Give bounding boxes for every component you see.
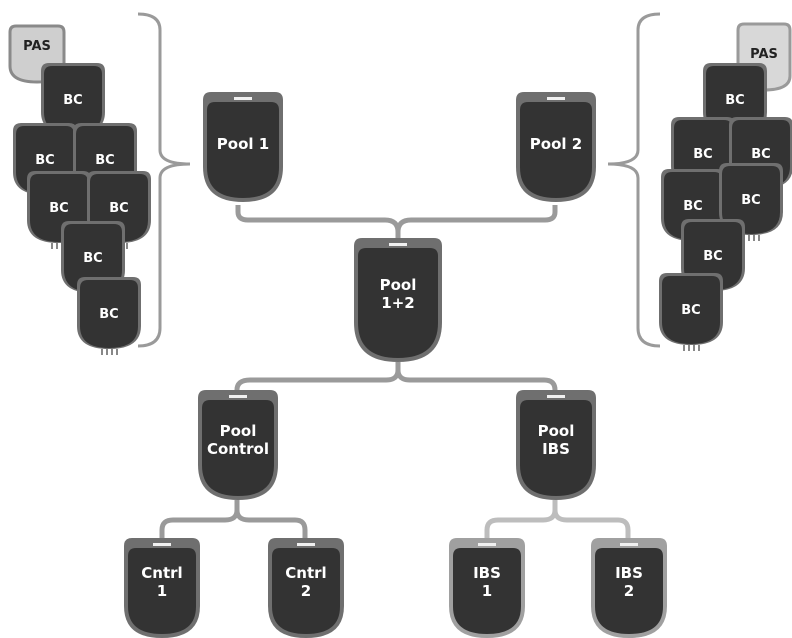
- pool-cap-mark: [620, 543, 638, 546]
- pool-label-line: 1: [482, 582, 492, 600]
- pool-label-line: 2: [301, 582, 311, 600]
- pool-label-line: Pool: [538, 422, 575, 440]
- pool-label-line: Pool 1: [217, 135, 269, 153]
- bc-label: BC: [725, 93, 744, 108]
- connector-poolcontrol-to-cntrl1: [159, 500, 240, 538]
- pool-label-line: 1: [157, 582, 167, 600]
- pool-cap-mark: [234, 97, 252, 100]
- pool-label-line: Pool 2: [530, 135, 582, 153]
- connector-poolibs-to-ibs2: [552, 509, 631, 538]
- pool-label-line: IBS: [542, 440, 570, 458]
- bc-port: [753, 235, 755, 241]
- bc-label: BC: [83, 251, 102, 266]
- connector-poolibs-to-ibs1: [484, 500, 558, 538]
- bc-port: [698, 345, 700, 351]
- connector-lines: [159, 205, 631, 538]
- bc-label: BC: [683, 199, 702, 214]
- bc-body: [722, 166, 780, 234]
- bc-port: [758, 235, 760, 241]
- pool-body: [595, 548, 663, 634]
- bc-port: [748, 235, 750, 241]
- bc-body: [80, 280, 138, 348]
- pas-left-label: PAS: [23, 39, 51, 54]
- bc-port: [56, 243, 58, 249]
- bc-label: BC: [109, 201, 128, 216]
- pool-label-line: Pool: [220, 422, 257, 440]
- pool-cap-mark: [389, 243, 407, 246]
- bc-body: [44, 66, 102, 134]
- pool-body: [520, 400, 592, 496]
- bc-port: [101, 349, 103, 355]
- left-brace: [137, 12, 191, 348]
- pool-label-line: Control: [207, 440, 269, 458]
- bc-left-group: BC BC BC BC BC BC BC: [13, 63, 151, 355]
- pool-cap-mark: [297, 543, 315, 546]
- bc-port: [106, 349, 108, 355]
- pool-label-line: IBS: [615, 564, 643, 582]
- bc-port: [693, 345, 695, 351]
- bc-container: BC: [41, 63, 105, 141]
- bc-label: BC: [741, 193, 760, 208]
- pool-label-line: Cntrl: [141, 564, 182, 582]
- bc-body: [64, 224, 122, 292]
- bc-right-group: BC BC BC BC BC BC BC: [659, 63, 792, 351]
- right-brace: [607, 12, 661, 348]
- bc-label: BC: [751, 147, 770, 162]
- pool-label-line: Pool: [380, 276, 417, 294]
- pool-label-line: 1+2: [381, 294, 414, 312]
- pool-cap-mark: [547, 395, 565, 398]
- pool-body: [128, 548, 196, 634]
- pool-body: [202, 400, 274, 496]
- bc-port: [51, 243, 53, 249]
- bc-label: BC: [681, 303, 700, 318]
- pool-body: [453, 548, 521, 634]
- pool-body: [272, 548, 340, 634]
- connector-pool2-to-pool12: [395, 205, 558, 233]
- bc-label: BC: [95, 153, 114, 168]
- bc-label: BC: [693, 147, 712, 162]
- pas-right-label: PAS: [750, 47, 778, 62]
- pool-cap-mark: [478, 543, 496, 546]
- bc-label: BC: [49, 201, 68, 216]
- bc-label: BC: [703, 249, 722, 264]
- pool-body: [358, 248, 438, 358]
- pool-body: [520, 102, 592, 198]
- bc-port: [126, 243, 128, 249]
- bc-container: BC: [61, 221, 125, 299]
- bc-container: BC: [659, 273, 723, 351]
- bc-label: BC: [99, 307, 118, 322]
- pool-cap-mark: [229, 395, 247, 398]
- bc-port: [683, 345, 685, 351]
- pool-label-line: IBS: [473, 564, 501, 582]
- bc-container: BC: [77, 277, 141, 355]
- connector-pool12-to-poolibs: [395, 369, 558, 398]
- bc-port: [116, 349, 118, 355]
- pool-container-pool2: Pool 2: [516, 92, 596, 202]
- connector-poolcontrol-to-cntrl2: [234, 509, 308, 538]
- bc-port: [688, 345, 690, 351]
- bc-container: BC: [719, 163, 783, 241]
- pool-cap-mark: [153, 543, 171, 546]
- bc-body: [662, 276, 720, 344]
- pool-body: [207, 102, 279, 198]
- pool-cap-mark: [547, 97, 565, 100]
- pool-label-line: Cntrl: [285, 564, 326, 582]
- pool-container-pool1: Pool 1: [203, 92, 283, 202]
- bc-label: BC: [63, 93, 82, 108]
- connector-pool1-to-pool12: [235, 205, 401, 238]
- bc-port: [111, 349, 113, 355]
- bc-label: BC: [35, 153, 54, 168]
- pool-label-line: 2: [624, 582, 634, 600]
